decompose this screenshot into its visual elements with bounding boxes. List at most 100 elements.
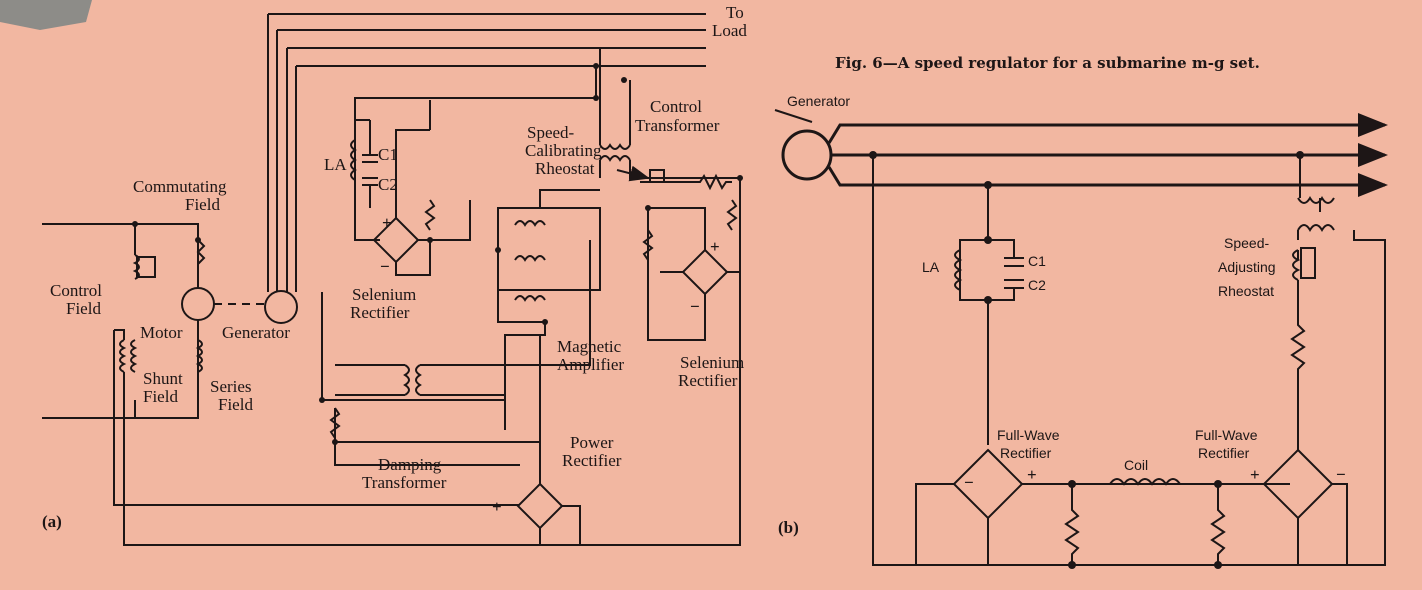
- full-wave-left-label-1: Full-Wave: [997, 427, 1060, 443]
- control-transformer-leads: [599, 48, 740, 179]
- full-wave-right-label-2: Rectifier: [1198, 445, 1250, 461]
- shunt-field-coil-upper: [132, 254, 140, 280]
- control-transformer-secondary: [599, 155, 631, 162]
- power-rectifier-label-1: Power: [570, 433, 614, 452]
- selenium-rectifier-2-label-1: Selenium: [680, 353, 744, 372]
- damping-transformer-secondary: [415, 364, 422, 396]
- svg-text:+: +: [710, 237, 720, 256]
- rheostat-label-3: Rheostat: [535, 159, 595, 178]
- panel-a-label: (a): [42, 512, 62, 531]
- generator-pointer: [774, 109, 813, 123]
- damping-transformer-label-1: Damping: [378, 455, 442, 474]
- magnetic-amplifier-label-1: Magnetic: [557, 337, 622, 356]
- selenium-rectifier-1-label-1: Selenium: [352, 285, 416, 304]
- control-field-coil: [119, 339, 127, 373]
- svg-text:+: +: [492, 497, 502, 516]
- control-transformer-primary: [599, 143, 631, 150]
- output-line-1: [827, 113, 1388, 144]
- to-load-label-1: To: [726, 3, 744, 22]
- coil-symbol: [1109, 478, 1181, 486]
- magnetic-amplifier-label-2: Amplifier: [557, 355, 624, 374]
- right-series-resistor: [1290, 280, 1306, 450]
- svg-text:−: −: [690, 297, 700, 316]
- selenium-rectifier-2-label-2: Rectifier: [678, 371, 738, 390]
- damping-transformer-primary: [403, 364, 410, 396]
- photo-fragment: [0, 0, 92, 30]
- speed-adjusting-rheostat-slider: [1300, 247, 1316, 279]
- series-field-coil: [195, 339, 203, 373]
- shunt-field-label-1: Shunt: [143, 369, 183, 388]
- commutating-field-label-2: Field: [185, 195, 220, 214]
- load-bus-lines: [268, 13, 706, 67]
- selenium-rectifier-2-bridge: [681, 248, 729, 296]
- polarity-marks: +− +− +− −+ +−: [380, 213, 1346, 516]
- damping-transformer-label-2: Transformer: [362, 473, 447, 492]
- power-rectifier-label-2: Rectifier: [562, 451, 622, 470]
- power-rectifier-bridge: [516, 482, 564, 530]
- selenium-rectifier-1-bridge: [372, 216, 420, 264]
- shunt-field-label-2: Field: [143, 387, 178, 406]
- svg-text:−: −: [964, 473, 974, 492]
- control-transformer-label-2: Transformer: [635, 116, 720, 135]
- la-branch: [354, 119, 380, 241]
- rheostat-slider: [649, 169, 665, 183]
- control-field-label-2: Field: [66, 299, 101, 318]
- right-transformer-leads: [1297, 230, 1386, 566]
- rectifier-1-resistor: [424, 100, 436, 231]
- svg-text:−: −: [1336, 465, 1346, 484]
- rectifier-2-resistors: [642, 199, 738, 261]
- mag-amp-leads: [497, 189, 600, 430]
- control-field-return: [123, 178, 741, 546]
- motor-symbol: [181, 287, 215, 321]
- selenium-rectifier-1-leads: [395, 129, 431, 276]
- control-field-loop: [113, 329, 519, 506]
- capacitors-b: [988, 239, 1024, 301]
- selenium-rectifier-2-leads: [647, 207, 740, 341]
- rectifier-1-output: [418, 200, 471, 241]
- supply-lines: [42, 223, 199, 419]
- svg-text:+: +: [382, 213, 392, 232]
- damping-wiring: [321, 292, 540, 466]
- la-supply: [354, 66, 597, 120]
- coil-label: Coil: [1124, 457, 1148, 473]
- motor-label: Motor: [140, 323, 183, 342]
- la-coil: [350, 139, 357, 181]
- svg-text:−: −: [560, 497, 570, 516]
- junction-dots-a: [132, 63, 743, 445]
- speed-calibrating-rheostat: [640, 173, 732, 191]
- generator-label-b: Generator: [787, 93, 850, 109]
- load-resistors: [916, 484, 1347, 566]
- commutating-field-coil: [196, 239, 206, 265]
- transformer-primary-b: [1297, 196, 1335, 204]
- full-wave-left-label-2: Rectifier: [1000, 445, 1052, 461]
- shunt-field-coil: [130, 339, 138, 373]
- rheostat-label-1: Speed-: [527, 123, 575, 142]
- la-label-a: LA: [324, 155, 347, 174]
- transformer-secondary-b: [1297, 224, 1335, 232]
- panel-b-diagram: [774, 109, 1388, 569]
- output-line-3: [827, 166, 1388, 197]
- magnetic-amplifier-frame: [497, 207, 601, 291]
- selenium-rectifier-1-label-2: Rectifier: [350, 303, 410, 322]
- right-rectifier-leads: [1297, 483, 1348, 565]
- c1-label-b: C1: [1028, 253, 1046, 269]
- mag-amp-coil-3: [514, 295, 546, 302]
- speed-adjusting-label-2: Adjusting: [1218, 259, 1276, 275]
- left-branch-wiring: [872, 155, 989, 566]
- panel-b-label: (b): [778, 518, 799, 537]
- rheostat-pointer: [616, 165, 650, 182]
- svg-text:+: +: [1027, 465, 1037, 484]
- field-rheostat: [136, 256, 156, 278]
- c1-label-a: C1: [378, 145, 398, 164]
- panel-a-diagram: [42, 13, 743, 546]
- generator-leads: [267, 14, 297, 292]
- svg-text:+: +: [1250, 465, 1260, 484]
- figure-caption: Fig. 6—A speed regulator for a submarine…: [835, 54, 1260, 72]
- c2-label-b: C2: [1028, 277, 1046, 293]
- generator-symbol-b: [781, 129, 833, 181]
- speed-adjusting-rheostat-coil: [1292, 249, 1301, 281]
- left-rectifier-leads: [915, 483, 1290, 565]
- la-label-b: LA: [922, 259, 940, 275]
